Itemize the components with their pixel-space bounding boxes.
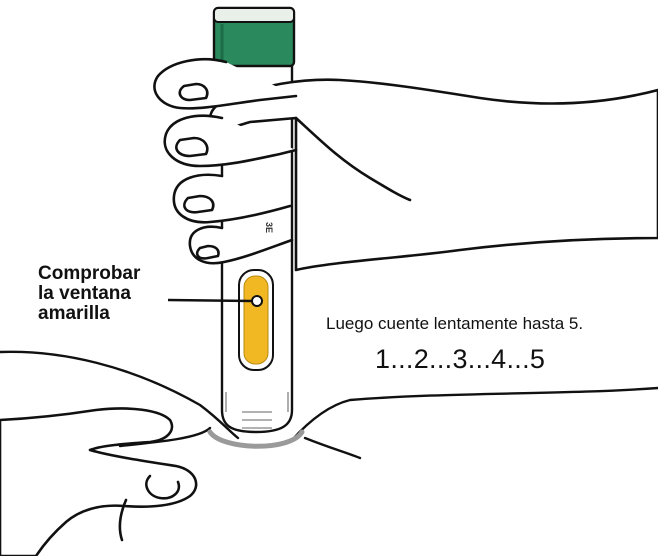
counting-sequence: 1...2...3...4...5 <box>375 344 655 375</box>
hand-pinching-skin-icon <box>0 408 196 556</box>
yellow-window-icon <box>239 270 273 370</box>
callout-line-1: Comprobar <box>38 264 238 284</box>
instruction-text: Luego cuente lentamente hasta 5. <box>326 314 656 334</box>
callout-line-2: la ventana <box>38 284 238 304</box>
callout-check-window: Comprobar la ventana amarilla <box>38 264 238 324</box>
pen-tip-ring <box>210 432 302 446</box>
callout-line-3: amarilla <box>38 304 238 324</box>
hand-gripping-icon <box>154 59 658 270</box>
svg-text:3E: 3E <box>264 222 274 233</box>
